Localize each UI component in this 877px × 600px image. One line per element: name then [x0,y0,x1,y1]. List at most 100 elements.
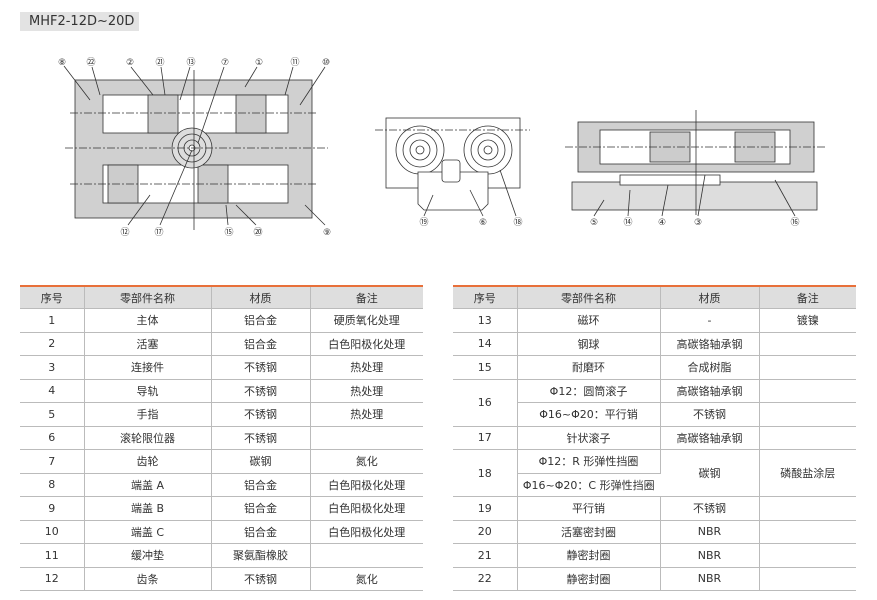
callout-17: ⑰ [154,227,163,238]
callout-11: ⑪ [290,57,299,68]
col-header-no: 序号 [20,286,85,309]
cell: 针状滚子 [517,426,661,450]
cell: 静密封圈 [517,567,661,591]
cell: 16 [453,379,518,427]
cell: 白色阳极化处理 [310,496,423,521]
cell: 10 [20,520,85,544]
cell [310,426,423,450]
cell: NBR [660,567,760,591]
callout-19: ⑲ [419,217,428,228]
cell: 20 [453,520,518,544]
callout-2: ② [126,58,134,68]
cell: 磷酸盐涂层 [759,449,856,497]
cell: 铝合金 [211,308,311,333]
cell: 7 [20,449,85,474]
callout-1: ① [255,58,263,68]
cell: 17 [453,426,518,450]
cell: 高碳铬轴承钢 [660,332,760,356]
callout-21: ㉑ [155,57,164,68]
cell: 导轨 [84,379,212,403]
cell: 4 [20,379,85,403]
callout-18: ⑱ [513,217,522,228]
callout-5: ⑤ [590,218,598,228]
table-row: Φ16~Φ20：C 形弹性挡圈 [453,473,856,497]
table-row: Φ16~Φ20：平行销不锈钢 [453,402,856,427]
cell: 碳钢 [660,449,760,497]
cell: 连接件 [84,355,212,380]
callout-6: ⑥ [479,218,487,228]
cell [759,332,856,356]
cell: Φ16~Φ20：C 形弹性挡圈 [517,473,660,497]
callout-16: ⑯ [790,217,799,228]
cell: 活塞 [84,332,212,356]
cell: 硬质氧化处理 [310,308,423,333]
cell: 高碳铬轴承钢 [660,379,760,403]
top-section-drawing [565,110,825,217]
cell: 活塞密封圈 [517,520,661,544]
cell: 端盖 C [84,520,212,544]
cell: 15 [453,355,518,380]
callout-22: ㉒ [86,57,95,68]
cell: 热处理 [310,402,423,427]
cell: Φ12：R 形弹性挡圈 [517,449,661,474]
callout-12: ⑫ [120,227,129,238]
cross-section-drawings: ⑧ ㉒ ② ㉑ ⑬ ⑦ ① ⑪ ⑩ ⑫ ⑰ ⑮ ⑳ ⑨ ⑲ ⑥ ⑱ [58,57,825,238]
cell: 不锈钢 [211,355,311,380]
callout-3: ③ [694,218,702,228]
cell: 13 [453,308,518,333]
col-header-note: 备注 [310,286,423,309]
cell: 氮化 [310,449,423,474]
cell: 端盖 B [84,496,212,521]
model-title: MHF2-12D~20D [20,12,139,31]
cell: 21 [453,543,518,568]
cell: 白色阳极化处理 [310,332,423,356]
cell: 19 [453,496,518,521]
callout-20: ⑳ [253,227,262,238]
cell: 齿条 [84,567,212,591]
cell: 齿轮 [84,449,212,474]
cell: 碳钢 [211,449,311,474]
cell [759,379,856,403]
cell [759,355,856,380]
cell: 不锈钢 [211,402,311,427]
cell: 铝合金 [211,332,311,356]
cell: 聚氨酯橡胶 [211,543,311,568]
cell: 氮化 [310,567,423,591]
cell: 不锈钢 [211,567,311,591]
cell: 22 [453,567,518,591]
callout-8: ⑧ [58,58,66,68]
callout-9: ⑨ [323,228,331,238]
cell: 热处理 [310,379,423,403]
cell: 端盖 A [84,473,212,497]
cell [759,496,856,521]
cell: 3 [20,355,85,380]
cell: 12 [20,567,85,591]
cell: 耐磨环 [517,355,661,380]
cell: 平行销 [517,496,661,521]
col-header-part-name: 零部件名称 [517,286,661,309]
cell: 白色阳极化处理 [310,473,423,497]
cell: 缓冲垫 [84,543,212,568]
cell [759,520,856,544]
cell: NBR [660,543,760,568]
cell: 不锈钢 [660,496,760,521]
cell: 合成树脂 [660,355,760,380]
cell: NBR [660,520,760,544]
cell: 2 [20,332,85,356]
cell: 铝合金 [211,520,311,544]
cell: 14 [453,332,518,356]
callout-10: ⑩ [322,58,330,68]
